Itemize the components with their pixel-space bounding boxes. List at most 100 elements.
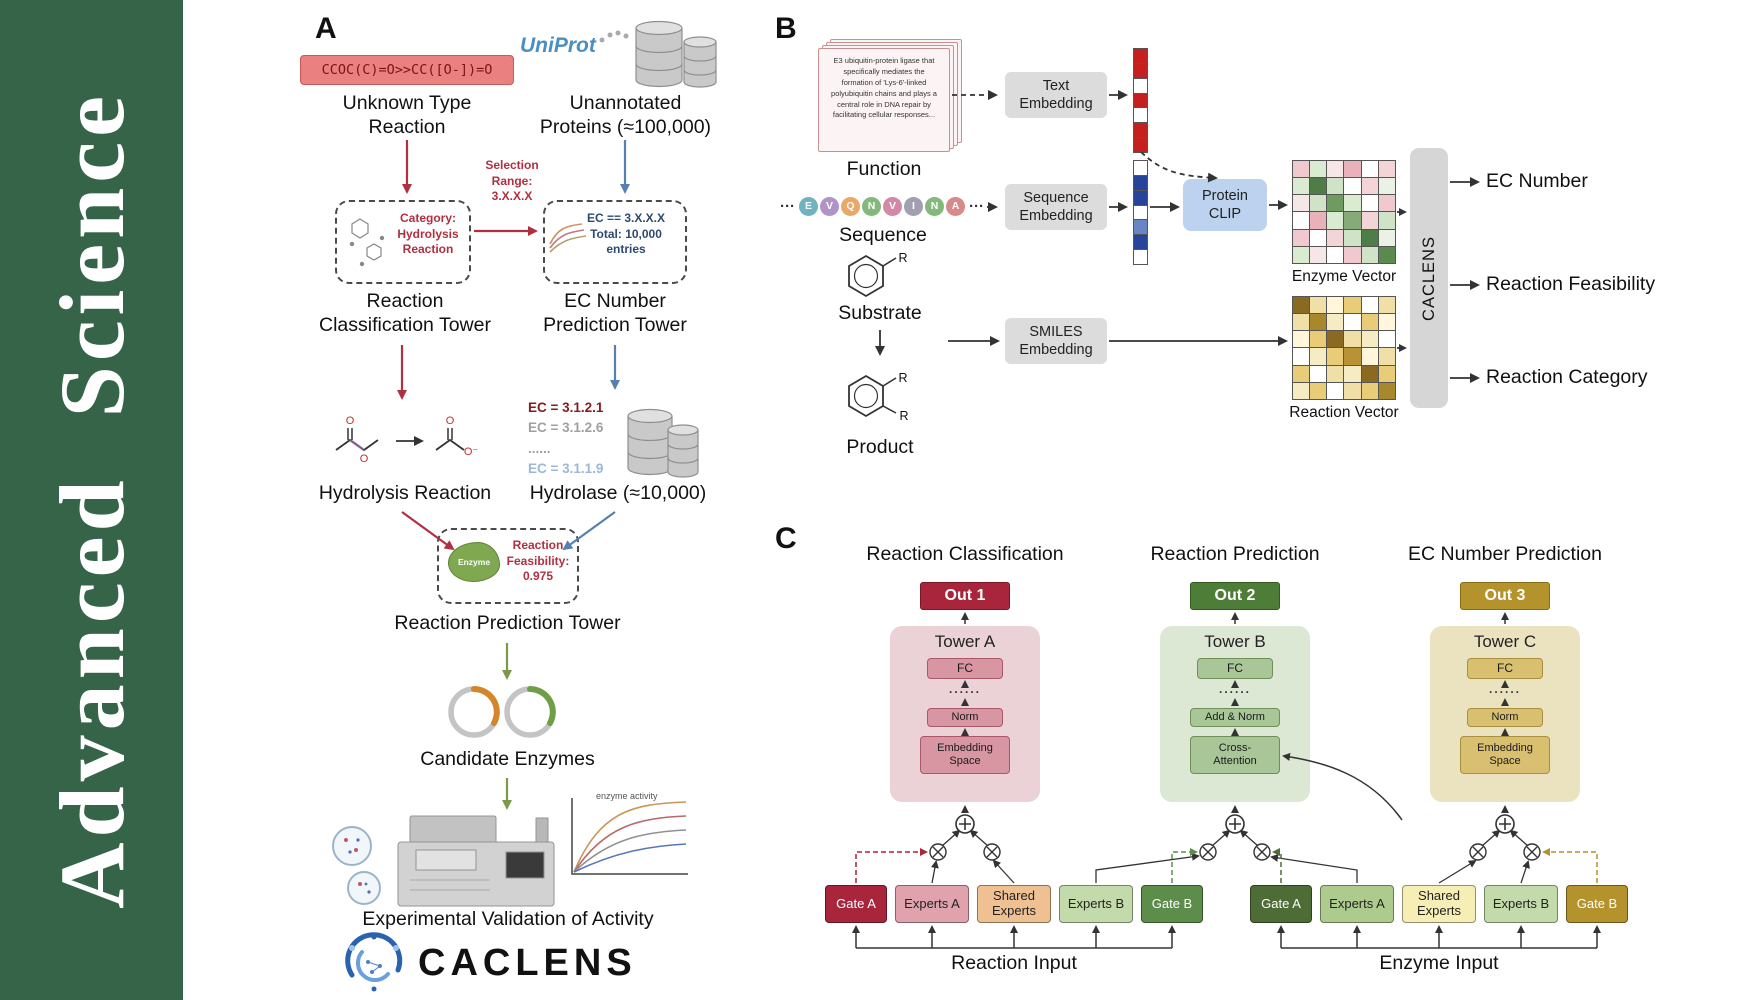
tower-c-fc: FC <box>1467 658 1543 679</box>
feasibility-text: Reaction Feasibility: 0.975 <box>506 538 570 584</box>
sequence-embedding-box: Sequence Embedding <box>1005 184 1107 230</box>
output-ec-number: EC Number <box>1486 170 1588 192</box>
enzyme-shared-experts-box: Shared Experts <box>1402 885 1476 923</box>
ec-item: EC = 3.1.2.6 <box>528 420 604 436</box>
sequence-ellipsis: ··· <box>780 197 795 215</box>
ec-item-dots: ...... <box>528 440 551 456</box>
ec-item: EC = 3.1.1.9 <box>528 460 604 476</box>
enzyme-vector-grid <box>1292 160 1396 264</box>
enzyme-gate-a-box: Gate A <box>1250 885 1312 923</box>
header-reaction-classification: Reaction Classification <box>866 543 1064 565</box>
sum-mul-nodes <box>929 814 1541 861</box>
svg-text:R: R <box>899 409 908 423</box>
feasibility-dashed-box <box>437 528 579 604</box>
database-icon <box>635 20 717 88</box>
enzyme-experts-b-box: Experts B <box>1484 885 1558 923</box>
output-reaction-feasibility: Reaction Feasibility <box>1486 273 1656 295</box>
reaction-experts-a-box: Experts A <box>895 885 969 923</box>
out3-box: Out 3 <box>1460 582 1550 610</box>
unknown-reaction-label: Unknown Type Reaction <box>342 92 472 138</box>
ec-range-box-text: EC == 3.X.X.X Total: 10,000 entries <box>586 211 666 257</box>
journal-sidebar: Advanced Science <box>0 0 183 1000</box>
reaction-gate-a-box: Gate A <box>825 885 887 923</box>
reaction-experts-b-box: Experts B <box>1059 885 1133 923</box>
panel-a-label: A <box>315 12 337 45</box>
tower-a-fc: FC <box>927 658 1003 679</box>
reaction-vector-grid <box>1292 296 1396 400</box>
enzyme-input-label: Enzyme Input <box>1379 952 1499 974</box>
smiles-embedding-box: SMILES Embedding <box>1005 318 1107 364</box>
validation-label: Experimental Validation of Activity <box>362 908 654 930</box>
tower-b-dots: ...... <box>1218 682 1251 696</box>
enzyme-experts-a-box: Experts A <box>1320 885 1394 923</box>
svg-text:O: O <box>346 415 355 427</box>
hydrolase-label: Hydrolase (≈10,000) <box>529 482 707 504</box>
tower-b-add-norm: Add & Norm <box>1190 708 1280 727</box>
sample-dishes-icon <box>332 826 381 905</box>
unannotated-proteins-label: Unannotated Proteins (≈100,000) <box>539 92 712 138</box>
out2-box: Out 2 <box>1190 582 1280 610</box>
hplc-machine-icon <box>397 815 555 907</box>
tower-c-title: Tower C <box>1473 632 1537 651</box>
candidate-enzymes-label: Candidate Enzymes <box>420 748 595 770</box>
reaction-gate-b-box: Gate B <box>1141 885 1203 923</box>
prediction-tower-label: Reaction Prediction Tower <box>394 612 621 634</box>
panel-c-label: C <box>775 522 797 555</box>
output-reaction-category: Reaction Category <box>1486 366 1648 388</box>
sequence-embedding-vector <box>1133 160 1148 265</box>
svg-text:O⁻: O⁻ <box>464 446 479 458</box>
ec-number-list: EC = 3.1.2.1 EC = 3.1.2.6 ...... EC = 3.… <box>528 398 603 479</box>
function-card: E3 ubiquitin-protein ligase that specifi… <box>818 48 950 152</box>
svg-text:O: O <box>360 453 369 465</box>
caclens-pillar: CACLENS <box>1410 148 1448 408</box>
header-reaction-prediction: Reaction Prediction <box>1150 543 1320 565</box>
reaction-vector-label: Reaction Vector <box>1289 404 1399 421</box>
substrate-molecule: R <box>848 251 908 298</box>
journal-title: Advanced Science <box>40 91 143 909</box>
caclens-logo-icon <box>345 932 403 992</box>
tower-b-fc: FC <box>1197 658 1273 679</box>
tower-a-norm: Norm <box>927 708 1003 727</box>
reaction-smiles-box: CCOC(C)=O>>CC([O-])=O <box>300 55 514 85</box>
text-embedding-box: Text Embedding <box>1005 72 1107 118</box>
product-molecule: R R <box>848 371 909 423</box>
product-label: Product <box>846 436 914 458</box>
selection-range-label: Selection Range: 3.X.X.X <box>485 158 539 204</box>
sequence-label: Sequence <box>839 224 927 246</box>
tower-c-embedding-space: Embedding Space <box>1460 736 1550 774</box>
function-label: Function <box>846 158 922 180</box>
activity-plot <box>571 798 688 875</box>
hydrolysis-reaction-label: Hydrolysis Reaction <box>318 482 492 504</box>
svg-text:R: R <box>898 371 907 385</box>
tower-c-norm: Norm <box>1467 708 1543 727</box>
header-ec-number-prediction: EC Number Prediction <box>1408 543 1602 565</box>
tower-c-dots: ...... <box>1488 682 1521 696</box>
protein-clip-box: Protein CLIP <box>1183 179 1267 231</box>
uniprot-logo: UniProt <box>520 34 596 57</box>
classification-tower-label: Reaction Classification Tower <box>319 290 491 336</box>
enzyme-vector-label: Enzyme Vector <box>1291 268 1397 285</box>
reaction-shared-experts-box: Shared Experts <box>977 885 1051 923</box>
database-icon <box>627 408 699 478</box>
out1-box: Out 1 <box>920 582 1010 610</box>
caclens-wordmark: CACLENS <box>418 942 637 984</box>
tower-b-title: Tower B <box>1204 632 1266 651</box>
tower-b-cross-attention: Cross- Attention <box>1190 736 1280 774</box>
category-dashed-box <box>335 200 471 284</box>
panel-b-label: B <box>775 12 797 45</box>
hydrolysis-molecules: O O O O⁻ <box>335 415 479 465</box>
ec-tower-label: EC Number Prediction Tower <box>543 290 687 336</box>
enzyme-blob-icon: Enzyme <box>448 542 500 582</box>
tower-a-title: Tower A <box>934 632 996 651</box>
uniprot-dots-icon <box>599 30 629 43</box>
text-embedding-vector <box>1133 48 1148 153</box>
tower-a-embedding-space: Embedding Space <box>920 736 1010 774</box>
ec-item: EC = 3.1.2.1 <box>528 400 604 415</box>
caclens-pillar-label: CACLENS <box>1419 235 1438 321</box>
reaction-input-label: Reaction Input <box>951 952 1077 974</box>
svg-text:O: O <box>446 415 455 427</box>
svg-text:R: R <box>898 251 907 265</box>
